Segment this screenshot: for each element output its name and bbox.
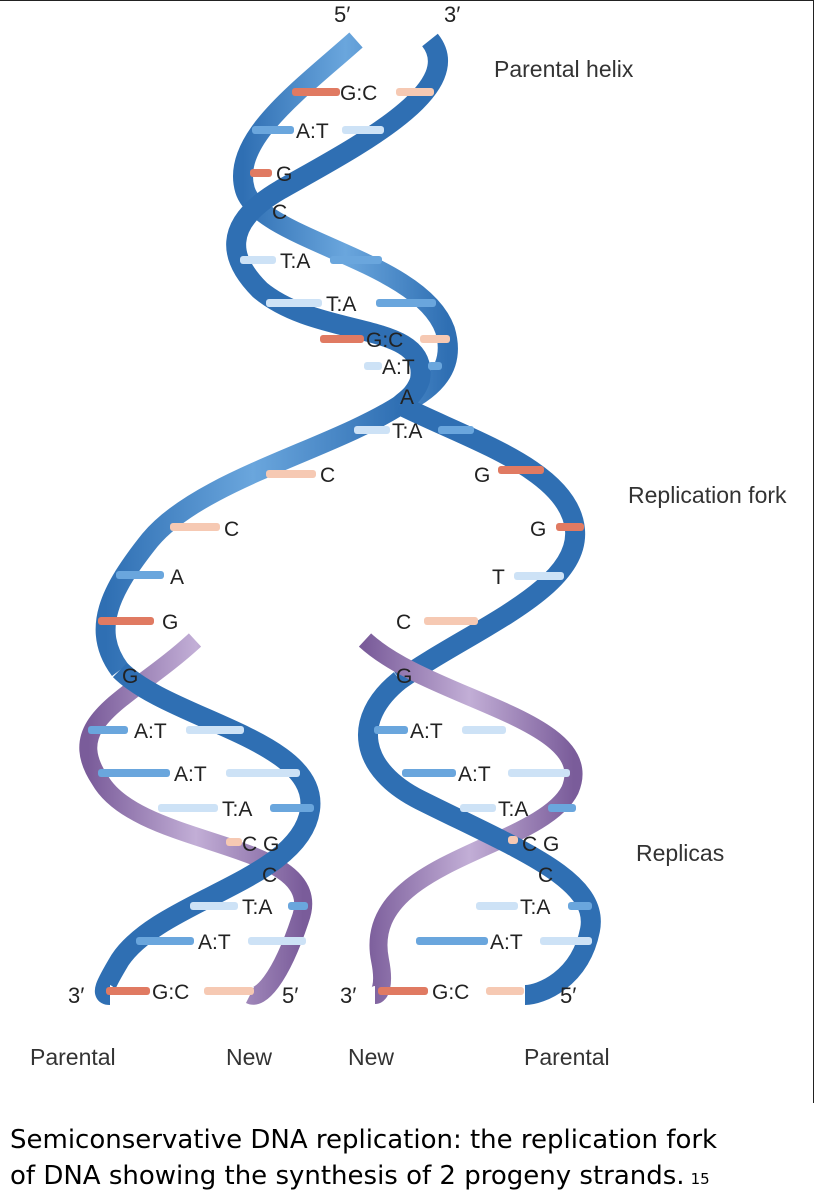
- caption-line-2-wrap: of DNA showing the synthesis of 2 progen…: [10, 1158, 810, 1197]
- base-parent-2: G: [276, 163, 292, 186]
- replica-left: [79, 633, 321, 1005]
- base-parent-8: A: [400, 386, 414, 409]
- caption-line-2: of DNA showing the synthesis of 2 progen…: [10, 1161, 685, 1191]
- base-parent-4: T:A: [280, 250, 310, 273]
- base-fork-left-1: C: [224, 518, 239, 541]
- base-replica-right-2: A:T: [458, 763, 491, 786]
- strand-end-bottom-4: 5′: [560, 983, 577, 1008]
- base-parent-7: A:T: [382, 356, 415, 379]
- base-replica-right-6: T:A: [520, 896, 550, 919]
- base-pair-rungs: [88, 88, 592, 995]
- base-replica-right-5: C: [538, 864, 553, 887]
- figure-frame: [0, 0, 814, 1103]
- base-letters: G:C A:T G C T:A T:A G:C A:T A T:A C C A …: [122, 82, 559, 1004]
- base-fork-right-0: G: [474, 464, 490, 487]
- base-parent-9: T:A: [392, 420, 422, 443]
- base-fork-left-0: C: [320, 464, 335, 487]
- base-fork-right-3: C: [396, 611, 411, 634]
- base-replica-left-5: C: [262, 864, 277, 887]
- label-parental-helix: Parental helix: [494, 56, 634, 82]
- base-replica-left-0: G: [122, 665, 138, 688]
- base-replica-left-2: A:T: [174, 763, 207, 786]
- base-replica-left-1: A:T: [134, 720, 167, 743]
- figure-caption: Semiconservative DNA replication: the re…: [10, 1122, 810, 1197]
- base-parent-3: C: [272, 201, 287, 224]
- strand-end-bottom-2: 5′: [282, 983, 299, 1008]
- base-replica-right-1: A:T: [410, 720, 443, 743]
- base-parent-0: G:C: [340, 82, 377, 105]
- parental-strand-a: [233, 32, 458, 415]
- dna-diagram: G:C A:T G C T:A T:A G:C A:T A T:A C C A …: [79, 32, 601, 1005]
- base-fork-left-2: A: [170, 566, 184, 589]
- base-parent-1: A:T: [296, 120, 329, 143]
- base-parent-6: G:C: [366, 329, 403, 352]
- strand-end-bottom-3: 3′: [340, 983, 357, 1008]
- base-replica-right-0: G: [396, 665, 412, 688]
- base-fork-right-2: T: [492, 566, 505, 589]
- parental-strand-b: [226, 33, 448, 413]
- base-replica-left-3: T:A: [222, 798, 252, 821]
- base-parent-5: T:A: [326, 293, 356, 316]
- base-replica-left-6: T:A: [242, 896, 272, 919]
- replica-right-parental-strand: [358, 672, 601, 1005]
- bottom-label-new-left: New: [226, 1044, 273, 1070]
- base-replica-left-4: C G: [242, 833, 279, 856]
- label-replicas: Replicas: [636, 840, 725, 866]
- replica-left-new-strand: [79, 633, 312, 1005]
- page-number: 15: [690, 1170, 710, 1188]
- strand-end-top-right: 3′: [444, 2, 461, 27]
- base-replica-left-7: A:T: [198, 931, 231, 954]
- bottom-label-parental-left: Parental: [30, 1044, 116, 1070]
- base-fork-right-1: G: [530, 518, 546, 541]
- fork-left-arm: [95, 396, 406, 676]
- base-replica-left-8: G:C: [152, 981, 189, 1004]
- strand-end-bottom-1: 3′: [68, 983, 85, 1008]
- label-replication-fork: Replication fork: [628, 482, 787, 508]
- fork-right-arm: [394, 396, 586, 689]
- base-replica-right-4: C G: [522, 833, 559, 856]
- replica-right: [358, 633, 601, 1005]
- base-fork-left-3: G: [162, 611, 178, 634]
- fork-arms: [95, 396, 586, 689]
- replica-right-new-strand: [358, 633, 583, 1004]
- base-replica-right-7: A:T: [490, 931, 523, 954]
- replica-left-parental-strand: [94, 662, 321, 1005]
- bottom-label-parental-right: Parental: [524, 1044, 610, 1070]
- base-replica-right-3: T:A: [498, 798, 528, 821]
- caption-line-1: Semiconservative DNA replication: the re…: [10, 1125, 718, 1155]
- strand-end-top-left: 5′: [334, 2, 351, 27]
- base-replica-right-8: G:C: [432, 981, 469, 1004]
- parental-helix: [226, 32, 458, 415]
- bottom-label-new-right: New: [348, 1044, 395, 1070]
